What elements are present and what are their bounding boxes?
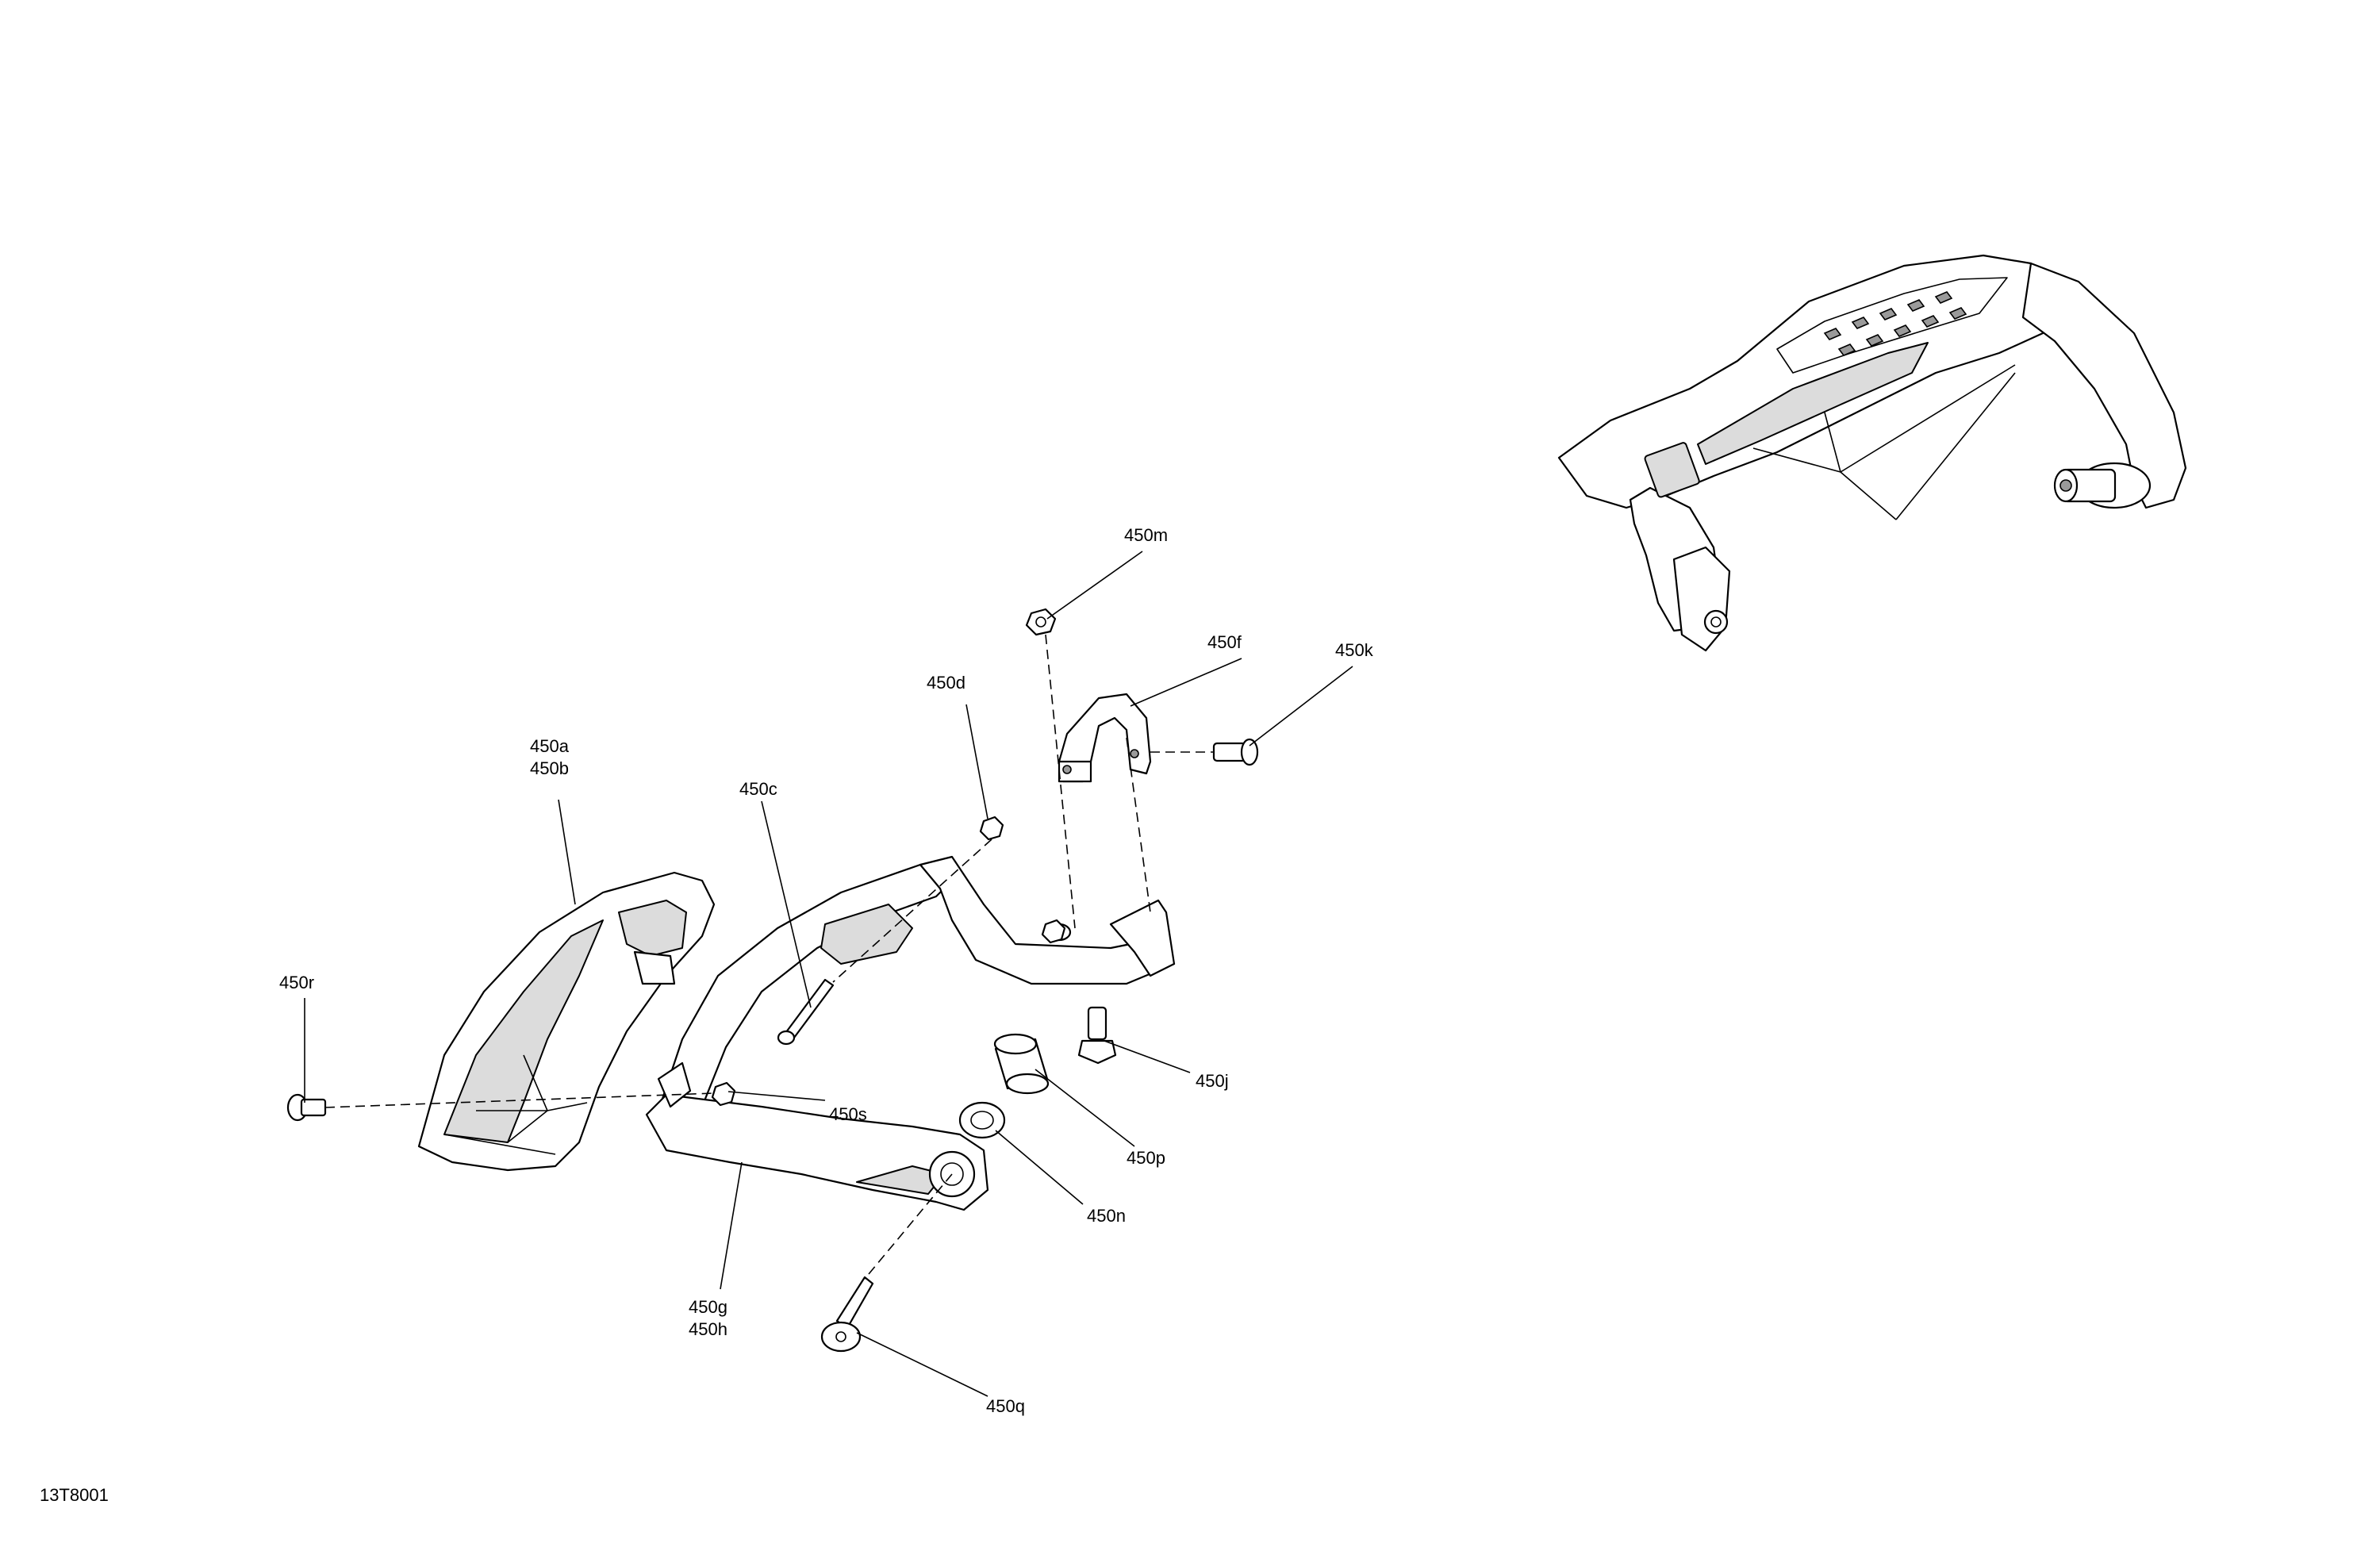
nut-450m bbox=[1025, 608, 1057, 636]
callout-450f: 450f bbox=[1207, 632, 1242, 652]
bushing-450n bbox=[958, 1101, 1006, 1139]
drawing-id: 13T8001 bbox=[40, 1485, 109, 1505]
screw-450r bbox=[286, 1093, 327, 1122]
assembled-handguard bbox=[1557, 254, 2187, 652]
callout-450c: 450c bbox=[739, 779, 777, 799]
callout-450r: 450r bbox=[279, 973, 314, 992]
assembly-axes bbox=[324, 634, 1214, 1280]
callout-450h: 450h bbox=[689, 1319, 727, 1339]
callout-450g: 450g bbox=[689, 1297, 727, 1317]
callout-450a: 450a bbox=[530, 736, 570, 756]
callout-450p: 450p bbox=[1127, 1148, 1165, 1168]
callout-450d: 450d bbox=[927, 673, 965, 693]
nut-450d bbox=[979, 816, 1004, 841]
leader-lines bbox=[304, 551, 1353, 1397]
callout-labels: 450m 450f 450k 450d 450a 450b 450c 450r … bbox=[279, 525, 1374, 1416]
callout-450k: 450k bbox=[1335, 640, 1374, 660]
handguard-bar-450c bbox=[661, 855, 1176, 1108]
callout-450b: 450b bbox=[530, 758, 569, 778]
callout-450j: 450j bbox=[1196, 1071, 1229, 1091]
screw-450k bbox=[1212, 738, 1259, 766]
spacer-450p bbox=[993, 1033, 1050, 1095]
screw-450j bbox=[1077, 1006, 1117, 1065]
callout-450n: 450n bbox=[1087, 1206, 1126, 1226]
nut-upper-bar bbox=[1041, 919, 1066, 944]
deflector-shell-450a bbox=[417, 871, 716, 1172]
bolt-450q bbox=[820, 1276, 874, 1353]
callout-450m: 450m bbox=[1124, 525, 1168, 545]
nut-450s bbox=[711, 1081, 736, 1107]
lower-arm-450g bbox=[645, 1061, 989, 1211]
clamp-450f bbox=[1058, 693, 1152, 783]
callout-450s: 450s bbox=[829, 1104, 867, 1124]
pin-450c bbox=[777, 978, 835, 1046]
callout-450q: 450q bbox=[986, 1396, 1025, 1416]
